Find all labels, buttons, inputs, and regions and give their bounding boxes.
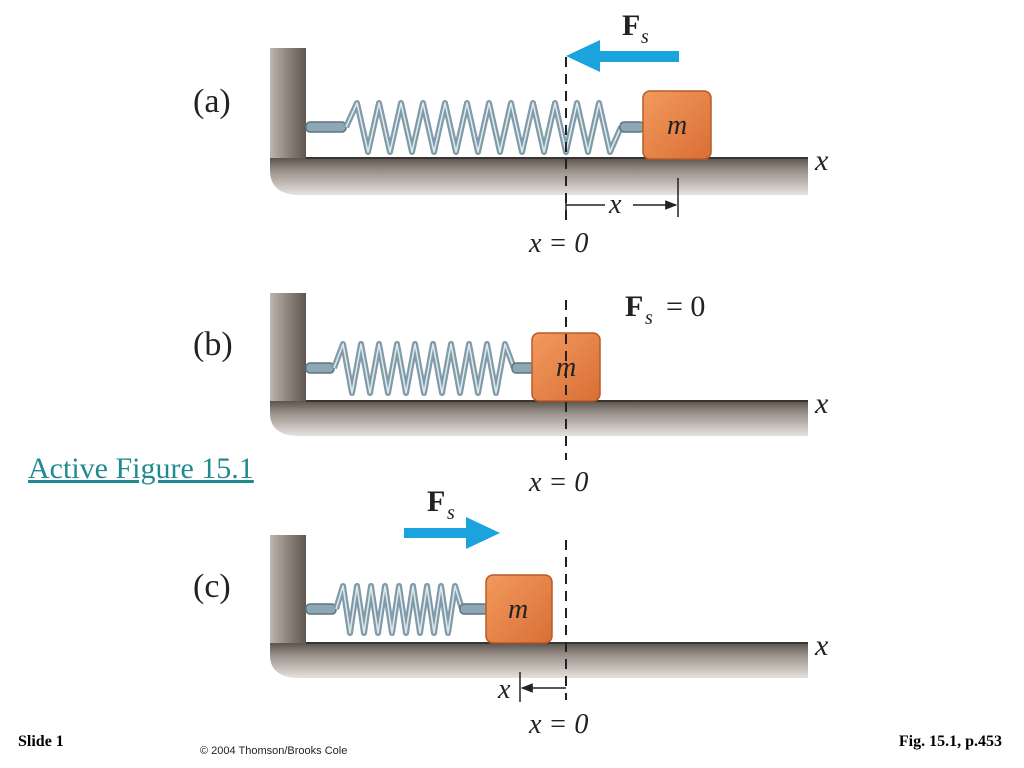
panel-c-floor: [270, 643, 808, 678]
slide-number: Slide 1: [18, 733, 64, 750]
panel-b-force-subscript: s: [645, 307, 653, 329]
panel-c-mass-label: m: [508, 594, 528, 625]
panel-a-spring: [305, 100, 645, 155]
panel-c-axis-label: x: [814, 629, 829, 662]
panel-c-force-symbol: F: [427, 485, 445, 518]
panel-a-mass-label: m: [667, 110, 687, 141]
panel-b-label: (b): [193, 326, 233, 363]
panel-c-displacement-label: x: [497, 674, 511, 705]
panel-b-force-symbol: F: [625, 290, 643, 323]
panel-b-floor: [270, 401, 808, 436]
panel-c-wall: [270, 535, 306, 645]
panel-b-spring: [305, 341, 535, 396]
panel-a-force-symbol: F: [622, 9, 640, 42]
panel-c-mass-block: [485, 574, 553, 644]
panel-c-force-arrow: [404, 517, 500, 549]
panel-b-mass-label: m: [556, 352, 576, 383]
panel-a: (a) m x F s x x = 0: [193, 9, 829, 259]
panel-a-mass-block: [642, 90, 712, 160]
panel-b: (b) m x F s = 0 x = 0: [193, 290, 829, 498]
panel-b-force-value: = 0: [666, 290, 705, 323]
panel-a-axis-label: x: [814, 144, 829, 177]
panel-a-floor: [270, 158, 808, 195]
panel-b-origin-label: x = 0: [528, 467, 588, 498]
panel-a-origin-label: x = 0: [528, 228, 588, 259]
panel-b-axis-label: x: [814, 387, 829, 420]
panel-a-label: (a): [193, 83, 231, 120]
panel-a-force-arrow: [566, 40, 679, 72]
panel-c-origin-label: x = 0: [528, 709, 588, 740]
panel-b-mass-block: [531, 332, 601, 402]
panel-c-spring: [305, 583, 489, 636]
panel-b-wall: [270, 293, 306, 403]
panel-a-displacement-label: x: [608, 189, 622, 220]
panel-c-label: (c): [193, 568, 231, 605]
panel-c-force-subscript: s: [447, 502, 455, 524]
panel-a-wall: [270, 48, 306, 160]
figure-reference: Fig. 15.1, p.453: [898, 733, 1002, 750]
panel-a-force-subscript: s: [641, 26, 649, 48]
active-figure-link[interactable]: Active Figure 15.1: [28, 452, 254, 485]
copyright-notice: © 2004 Thomson/Brooks Cole: [200, 745, 348, 757]
panel-c: (c) m x F s x x = 0: [193, 485, 829, 740]
